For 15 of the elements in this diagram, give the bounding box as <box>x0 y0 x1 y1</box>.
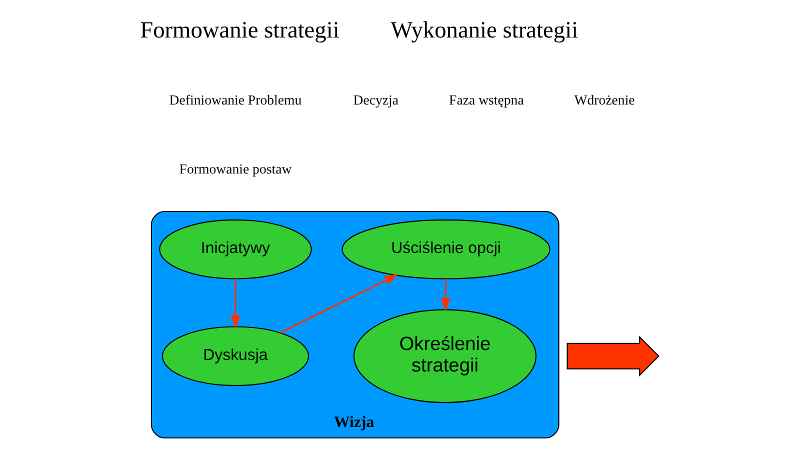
arrow <box>440 278 450 312</box>
label: Decyzja <box>353 92 398 108</box>
label: Faza wstępna <box>449 92 524 108</box>
label: Definiowanie Problemu <box>169 92 302 108</box>
label: Formowanie postaw <box>179 162 292 177</box>
node-ellipse: Uściślenie opcji <box>342 219 550 280</box>
arrow <box>280 274 398 334</box>
node-ellipse: Inicjatywy <box>159 219 312 280</box>
node-ellipse: Dyskusja <box>162 326 310 386</box>
arrow <box>230 278 240 330</box>
label: Formowanie strategii <box>140 18 340 44</box>
label: Wykonanie strategii <box>390 18 578 44</box>
label: Wdrożenie <box>574 92 635 108</box>
node-arrow <box>566 336 660 377</box>
node-ellipse: Określenie strategii <box>353 309 537 404</box>
